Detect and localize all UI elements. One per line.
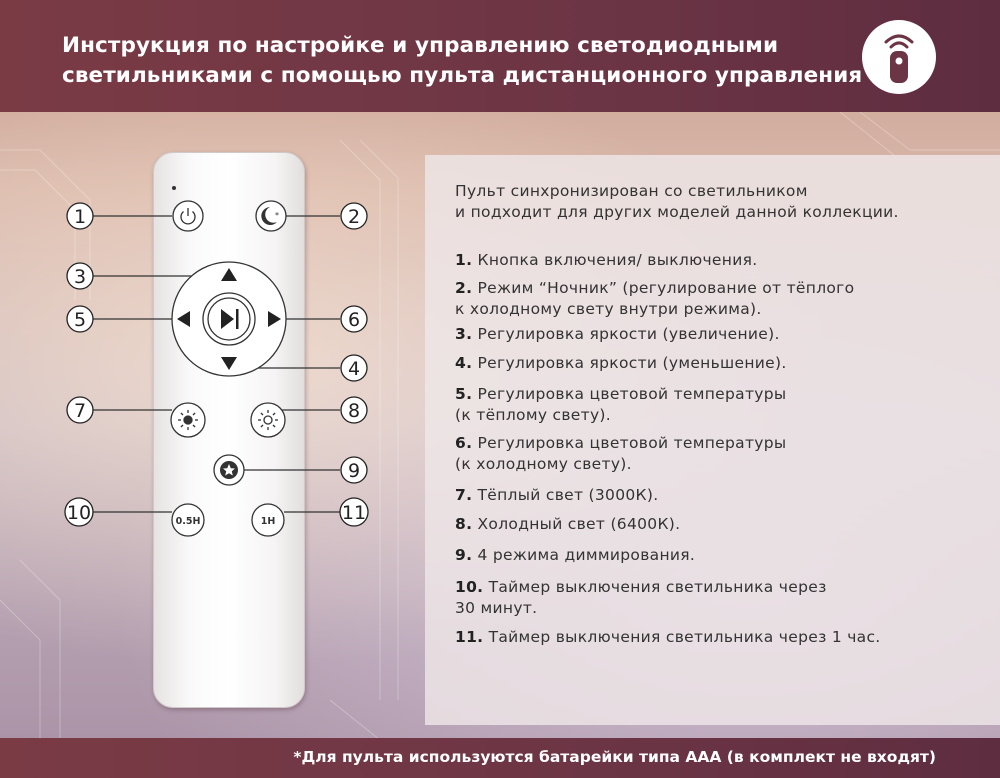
instructions-panel (425, 155, 1000, 725)
callout-number: 9 (348, 460, 360, 482)
timer-1hour-button[interactable]: 1H (251, 503, 285, 537)
callout-number: 1 (74, 206, 86, 228)
item-text: 4 режима диммирования. (477, 546, 696, 564)
title-line-1: Инструкция по настройке и управлению све… (62, 33, 779, 58)
item-text: Регулировка яркости (уменьшение). (477, 354, 787, 372)
page-title: Инструкция по настройке и управлению све… (62, 31, 863, 91)
intro-text: Пульт синхронизирован со светильником и … (455, 181, 975, 223)
sun-icon (178, 410, 198, 430)
callout-11: 11 (339, 497, 369, 527)
title-line-2: светильниками с помощью пульта дистанцио… (62, 63, 863, 88)
instruction-item-8: 8. Холодный свет (6400К). (455, 514, 680, 535)
item-number: 8. (455, 515, 473, 533)
callout-number: 4 (348, 358, 360, 380)
instruction-item-2: 2. Режим “Ночник” (регулирование от тёпл… (455, 278, 854, 320)
item-text: Кнопка включения/ выключения. (477, 251, 758, 269)
callout-10: 10 (64, 497, 94, 527)
ir-indicator-dot (172, 186, 176, 190)
item-number: 2. (455, 279, 473, 297)
power-icon (180, 208, 196, 225)
brightness-down-button[interactable] (221, 357, 237, 370)
item-text: Режим “Ночник” (регулирование от тёплого (477, 279, 855, 297)
callout-number: 7 (74, 400, 86, 422)
brightness-up-button[interactable] (221, 268, 237, 281)
night-mode-button[interactable]: * (255, 200, 287, 232)
item-text: Регулировка цветовой температуры (477, 385, 787, 403)
intro-line-1: Пульт синхронизирован со светильником (455, 182, 808, 200)
item-number: 1. (455, 251, 473, 269)
item-text: Таймер выключения светильника через (488, 578, 827, 596)
callout-6: 6 (340, 305, 368, 333)
cooler-button[interactable] (268, 311, 281, 327)
warmer-button[interactable] (177, 311, 190, 327)
item-number: 7. (455, 486, 473, 504)
item-text: Тёплый свет (3000К). (477, 486, 659, 504)
callout-number: 5 (74, 309, 86, 331)
remote-control-icon (862, 20, 936, 94)
callout-9: 9 (340, 456, 368, 484)
dpad (171, 261, 287, 377)
play-pause-button[interactable] (202, 292, 256, 346)
instruction-item-9: 9. 4 режима диммирования. (455, 545, 695, 566)
callout-8: 8 (340, 396, 368, 424)
item-text-continued: к холодному свету внутри режима). (455, 300, 762, 318)
timer-30min-label: 0.5H (176, 516, 201, 527)
instruction-item-1: 1. Кнопка включения/ выключения. (455, 250, 757, 271)
item-number: 6. (455, 434, 473, 452)
callout-7: 7 (66, 396, 94, 424)
callout-3: 3 (66, 262, 94, 290)
instruction-item-6: 6. Регулировка цветовой температуры (к х… (455, 433, 786, 475)
sun-outline-icon (258, 410, 278, 430)
item-number: 10. (455, 578, 484, 596)
item-number: 3. (455, 325, 473, 343)
callout-2: 2 (340, 202, 368, 230)
item-text: Таймер выключения светильника через 1 ча… (488, 628, 881, 646)
item-text-continued: 30 минут. (455, 599, 538, 617)
intro-line-2: и подходит для других моделей данной кол… (455, 203, 899, 221)
callout-number: 11 (342, 502, 366, 524)
instruction-item-3: 3. Регулировка яркости (увеличение). (455, 324, 780, 345)
star-icon (223, 464, 235, 476)
arrow-down-icon (221, 357, 237, 370)
callout-1: 1 (66, 202, 94, 230)
instruction-item-7: 7. Тёплый свет (3000К). (455, 485, 658, 506)
item-text: Холодный свет (6400К). (477, 515, 681, 533)
item-text: Регулировка яркости (увеличение). (477, 325, 780, 343)
arrow-left-icon (177, 311, 190, 327)
instruction-item-5: 5. Регулировка цветовой температуры (к т… (455, 384, 786, 426)
item-number: 9. (455, 546, 473, 564)
footer-bar: *Для пульта используются батарейки типа … (0, 738, 1000, 778)
svg-text:*: * (275, 211, 279, 220)
callout-number: 6 (348, 309, 360, 331)
header-bar: Инструкция по настройке и управлению све… (0, 0, 1000, 112)
callout-number: 8 (348, 400, 360, 422)
dimming-modes-button[interactable] (213, 454, 245, 486)
power-button[interactable] (172, 200, 204, 232)
play-pause-icon (221, 309, 239, 329)
battery-footnote: *Для пульта используются батарейки типа … (293, 748, 936, 766)
callout-number: 10 (67, 502, 91, 524)
callout-4: 4 (340, 354, 368, 382)
timer-1hour-label: 1H (261, 516, 276, 527)
instruction-item-11: 11. Таймер выключения светильника через … (455, 627, 881, 648)
item-number: 4. (455, 354, 473, 372)
instruction-item-4: 4. Регулировка яркости (уменьшение). (455, 353, 787, 374)
callout-5: 5 (66, 305, 94, 333)
item-number: 11. (455, 628, 484, 646)
arrow-up-icon (221, 268, 237, 281)
item-text-continued: (к холодному свету). (455, 455, 632, 473)
warm-light-button[interactable] (170, 402, 206, 438)
arrow-right-icon (268, 311, 281, 327)
item-text-continued: (к тёплому свету). (455, 406, 611, 424)
timer-30min-button[interactable]: 0.5H (171, 503, 205, 537)
callout-number: 3 (74, 266, 86, 288)
item-number: 5. (455, 385, 473, 403)
callout-number: 2 (348, 206, 360, 228)
item-text: Регулировка цветовой температуры (477, 434, 787, 452)
instruction-item-10: 10. Таймер выключения светильника через … (455, 577, 827, 619)
moon-star-icon: * (261, 207, 279, 225)
cool-light-button[interactable] (250, 402, 286, 438)
